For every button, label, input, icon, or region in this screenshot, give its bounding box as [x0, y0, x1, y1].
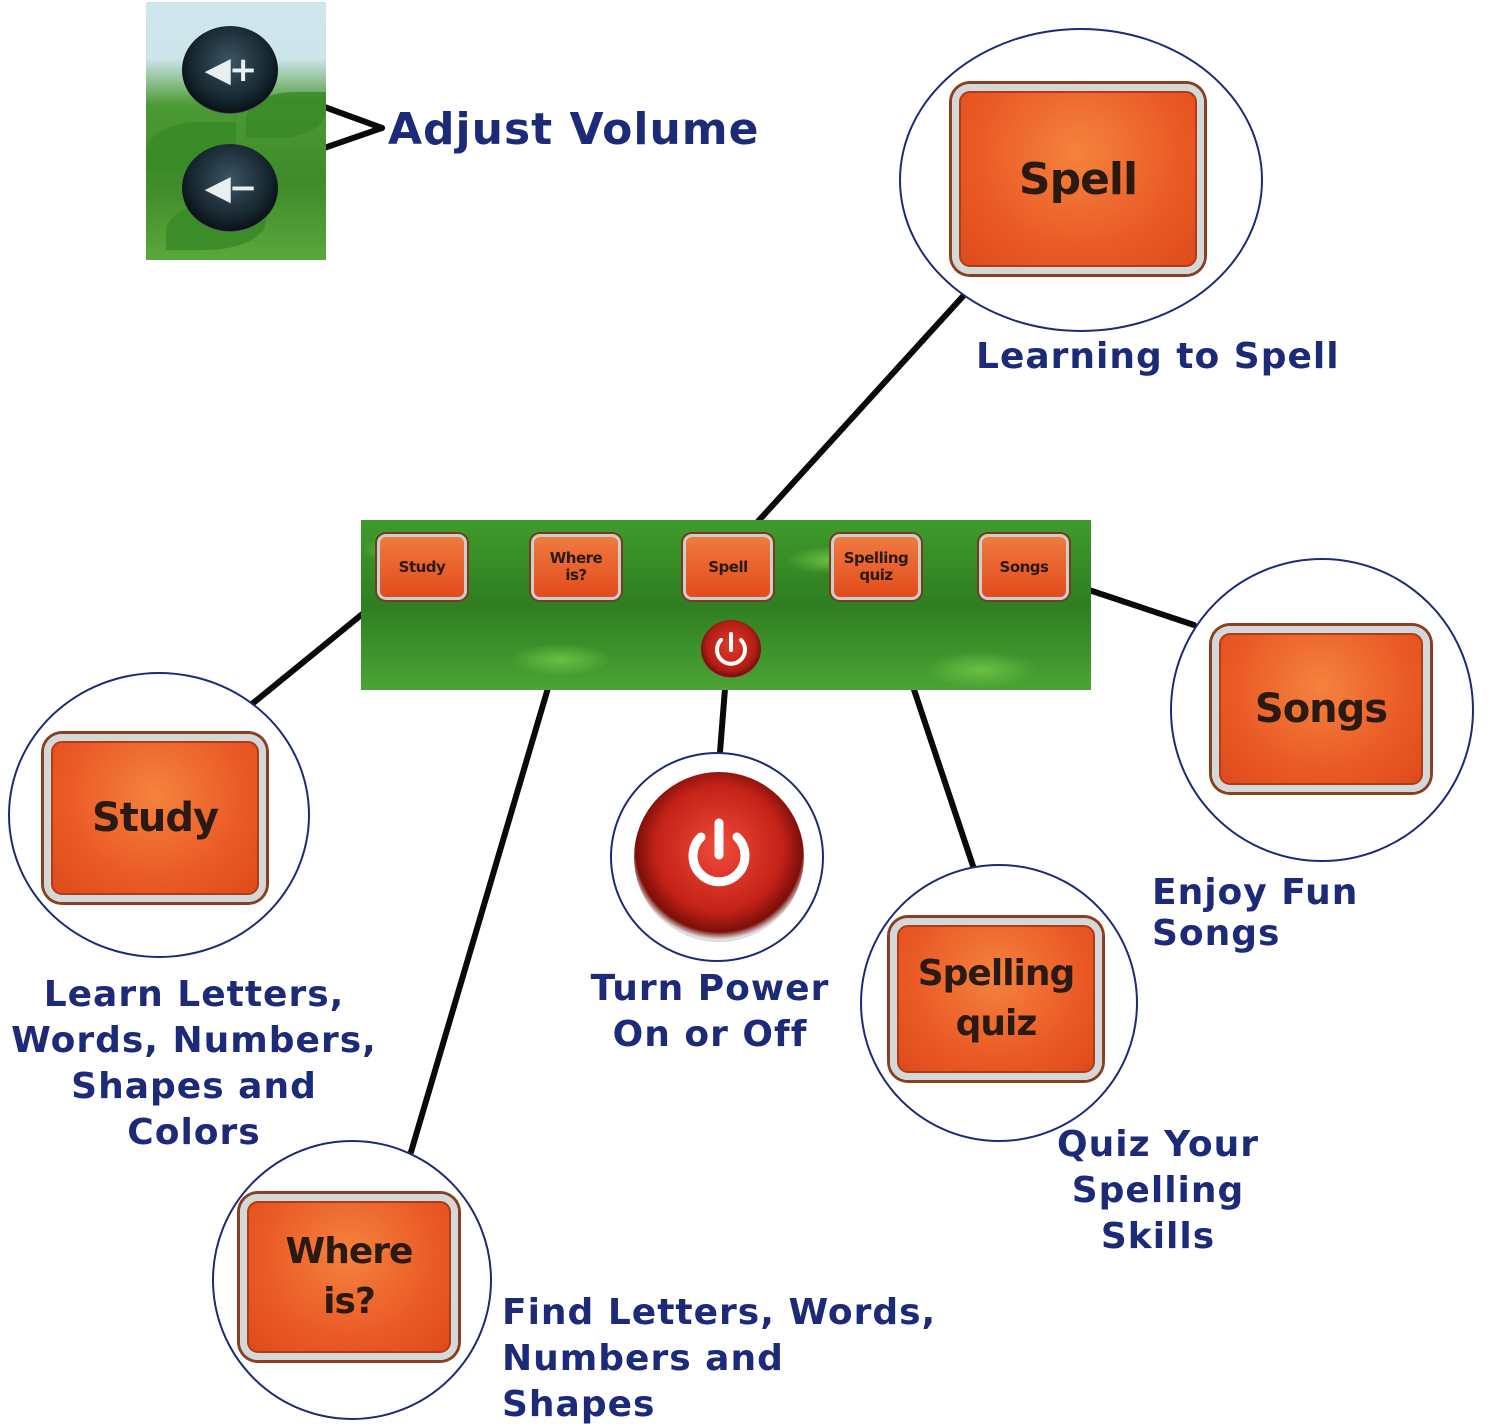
label-learn-letters: Learn Letters, Words, Numbers, Shapes an…	[11, 974, 377, 1153]
songs-button-enlarged: Songs	[1212, 626, 1430, 792]
power-button-enlarged	[634, 772, 804, 942]
volume-controls: ◀+ ◀−	[146, 2, 326, 260]
speaker-plus-icon: ◀+	[204, 50, 258, 90]
label-adjust-volume: Adjust Volume	[388, 104, 760, 155]
label-find-letters: Find Letters, Words, Numbers and Shapes	[502, 1292, 937, 1425]
connector-songs	[1071, 582, 1197, 628]
connector-where	[408, 597, 577, 1155]
label-enjoy-fun-songs: Enjoy Fun Songs	[1152, 872, 1359, 954]
label-quiz-your-spelling: Quiz Your Spelling Skills	[1057, 1124, 1259, 1257]
panel-study-button[interactable]: Study	[377, 534, 467, 600]
power-icon	[688, 818, 750, 887]
spelling-quiz-button-enlarged: Spelling quiz	[890, 918, 1102, 1080]
control-panel: Study Where is? Spell Spelling quiz Song…	[361, 520, 1091, 690]
panel-spelling-quiz-button[interactable]: Spelling quiz	[831, 534, 921, 600]
panel-power-button[interactable]	[701, 620, 761, 678]
label-turn-power: Turn Power On or Off	[590, 968, 830, 1055]
where-is-button-enlarged: Where is?	[240, 1194, 458, 1360]
connector-spell	[749, 291, 968, 531]
spell-button-enlarged: Spell	[952, 84, 1204, 274]
panel-songs-button[interactable]: Songs	[979, 534, 1069, 600]
connector-study	[249, 595, 385, 707]
speaker-minus-icon: ◀−	[204, 168, 258, 208]
panel-spell-button[interactable]: Spell	[683, 534, 773, 600]
label-learning-to-spell: Learning to Spell	[976, 336, 1340, 377]
power-icon	[715, 632, 747, 666]
volume-up-button[interactable]: ◀+	[182, 26, 278, 114]
study-button-enlarged: Study	[44, 734, 266, 902]
volume-down-button[interactable]: ◀−	[182, 144, 278, 232]
panel-where-is-button[interactable]: Where is?	[531, 534, 621, 600]
